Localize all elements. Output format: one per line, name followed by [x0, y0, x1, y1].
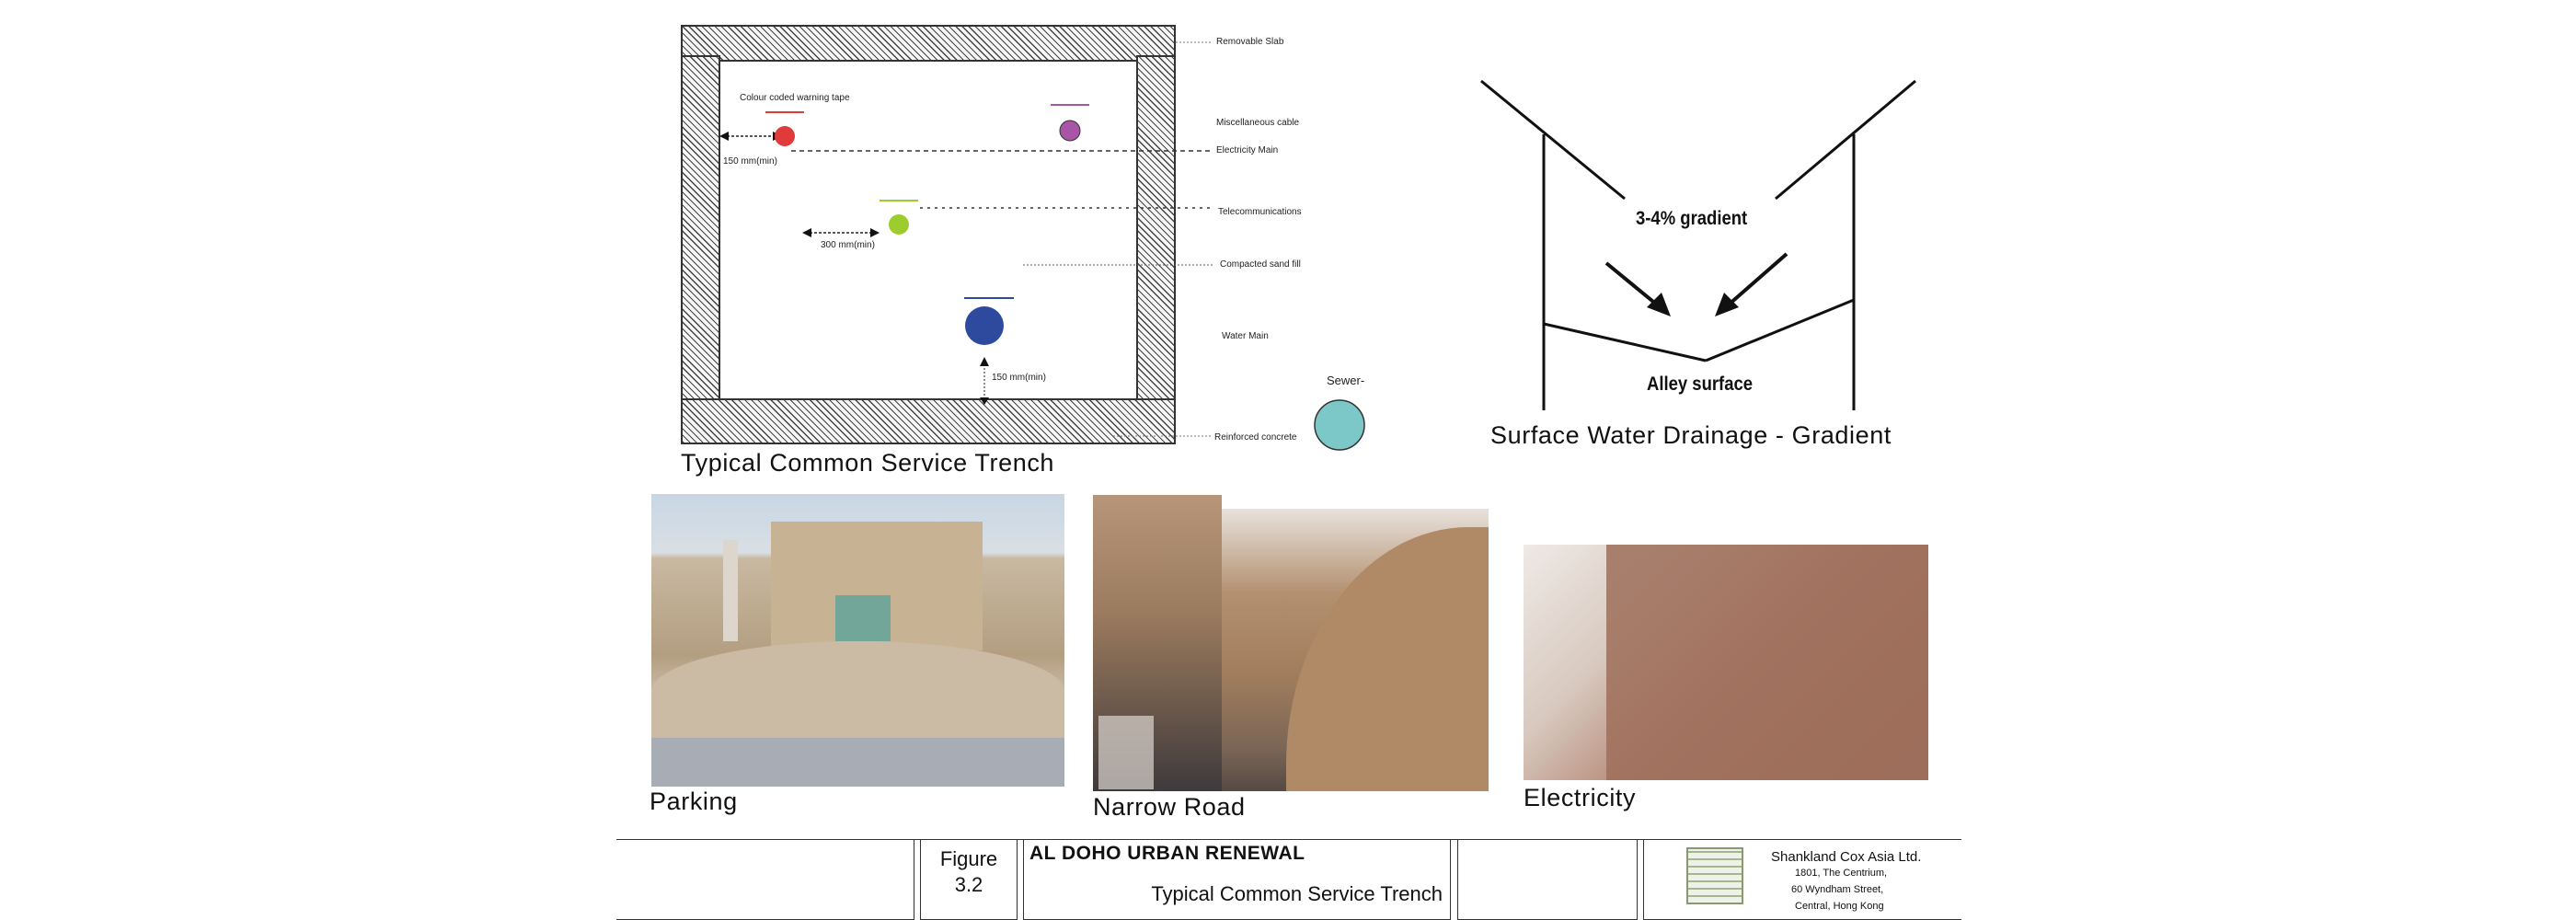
- sewer-pipe: [1314, 399, 1365, 451]
- narrow-road-photo-right: [1222, 509, 1489, 791]
- left-wall: [681, 55, 720, 403]
- label-telecommunications: Telecommunications: [1218, 207, 1302, 217]
- company-address-2: 60 Wyndham Street,: [1791, 884, 1884, 895]
- parking-minaret: [723, 540, 738, 641]
- label-warning-tape: Colour coded warning tape: [740, 93, 850, 103]
- label-reinforced-concrete: Reinforced concrete: [1214, 432, 1297, 443]
- parking-rubble: [651, 641, 1064, 742]
- figure-number: 3.2: [954, 873, 983, 896]
- parking-caption: Parking: [650, 788, 738, 815]
- label-dim-150-bottom: 150 mm(min): [992, 373, 1046, 383]
- label-dim-300: 300 mm(min): [821, 240, 875, 250]
- removable-slab: [681, 25, 1176, 62]
- concrete-base: [681, 398, 1176, 444]
- narrow-road-caption: Narrow Road: [1093, 793, 1246, 821]
- telecom-pipe: [889, 214, 909, 235]
- title-block-title: AL DOHO URBAN RENEWAL Typical Common Ser…: [1023, 839, 1451, 920]
- water-main-pipe: [965, 306, 1004, 345]
- electricity-photo: [1524, 545, 1928, 780]
- label-compacted-sand: Compacted sand fill: [1220, 259, 1301, 270]
- alley-surface-label: Alley surface: [1647, 374, 1754, 395]
- drawing-title: Typical Common Service Trench: [1151, 882, 1443, 905]
- narrow-road-photo-left: [1093, 495, 1222, 791]
- project-title: AL DOHO URBAN RENEWAL: [1029, 843, 1305, 864]
- electricity-pipe: [775, 126, 795, 146]
- drainage-caption: Surface Water Drainage - Gradient: [1490, 421, 1892, 449]
- parking-green-screen: [835, 595, 891, 641]
- gradient-label: 3-4% gradient: [1636, 208, 1748, 229]
- label-removable-slab: Removable Slab: [1216, 37, 1284, 47]
- narrow-road-arch: [1286, 527, 1489, 791]
- label-sewer: Sewer-: [1327, 374, 1365, 387]
- company-address-3: Central, Hong Kong: [1795, 901, 1884, 912]
- company-seal-icon: [1686, 847, 1743, 904]
- title-block-figure: Figure 3.2: [920, 839, 1018, 920]
- narrow-road-poster: [1098, 716, 1154, 789]
- title-block-company: Shankland Cox Asia Ltd. 1801, The Centri…: [1643, 839, 1961, 920]
- parking-road: [651, 738, 1064, 787]
- drainage-lines: [1480, 79, 1916, 410]
- figure-label: Figure: [939, 847, 998, 870]
- trench-caption: Typical Common Service Trench: [681, 449, 1055, 477]
- label-misc-cable: Miscellaneous cable: [1216, 118, 1300, 128]
- title-block-blank-mid: [1457, 839, 1638, 920]
- label-water-main: Water Main: [1222, 331, 1269, 341]
- company-address-1: 1801, The Centrium,: [1795, 868, 1888, 879]
- parking-photo: [651, 494, 1064, 787]
- misc-cable-pipe: [1059, 120, 1081, 142]
- title-block-blank-left: [616, 839, 914, 920]
- electricity-caption: Electricity: [1524, 784, 1637, 811]
- company-name: Shankland Cox Asia Ltd.: [1771, 849, 1922, 865]
- label-electricity-main: Electricity Main: [1216, 145, 1279, 155]
- right-wall: [1136, 55, 1176, 403]
- label-dim-150-top: 150 mm(min): [723, 156, 777, 167]
- trench-lines: [719, 41, 1365, 451]
- electricity-wall: [1606, 545, 1928, 780]
